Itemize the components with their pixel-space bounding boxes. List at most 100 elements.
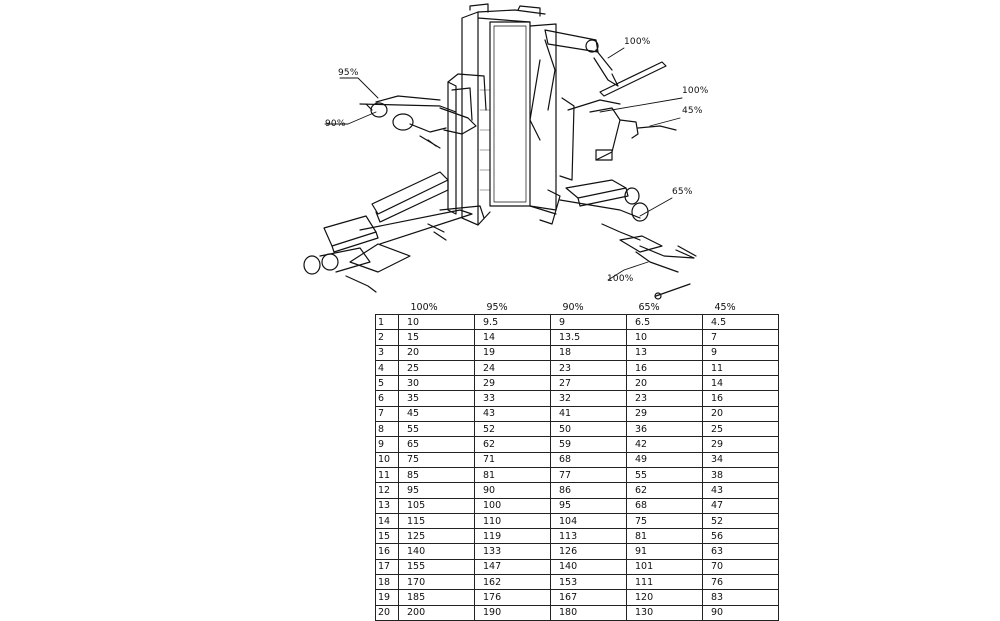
callout-bottom: 100% <box>607 274 634 284</box>
table-cell-value: 162 <box>474 574 551 591</box>
table-cell-value: 81 <box>474 466 551 484</box>
table-cell-value: 85 <box>398 466 475 484</box>
table-cell-value: 25 <box>398 359 475 377</box>
table-cell-value: 180 <box>550 604 627 621</box>
table-cell-value: 47 <box>702 497 779 514</box>
table-cell-value: 56 <box>702 528 779 545</box>
table-cell-value: 15 <box>398 329 475 346</box>
table-cell-value: 23 <box>626 390 703 407</box>
table-cell-value: 147 <box>474 558 551 576</box>
table-cell-value: 65 <box>398 436 475 453</box>
table-cell-value: 70 <box>702 558 779 576</box>
table-cell-value: 25 <box>702 421 779 438</box>
table-cell-value: 35 <box>398 390 475 407</box>
table-cell-value: 43 <box>702 482 779 499</box>
table-cell-value: 77 <box>550 466 627 484</box>
table-cell-value: 76 <box>702 574 779 591</box>
press-arm-station <box>359 73 487 215</box>
table-cell-value: 101 <box>626 558 703 576</box>
table-cell-value: 42 <box>626 436 703 453</box>
table-cell-value: 81 <box>626 528 703 545</box>
table-cell-value: 20 <box>626 375 703 392</box>
table-cell-value: 36 <box>626 421 703 438</box>
table-cell-value: 176 <box>474 589 551 606</box>
table-cell-index: 16 <box>375 543 399 560</box>
table-cell-index: 4 <box>375 359 399 377</box>
table-cell-index: 17 <box>375 558 399 576</box>
table-cell-index: 19 <box>375 589 399 606</box>
table-cell-value: 30 <box>398 375 475 392</box>
table-cell-value: 13 <box>626 344 703 361</box>
table-cell-value: 140 <box>550 558 627 576</box>
table-cell-value: 105 <box>398 497 475 514</box>
table-cell-value: 170 <box>398 574 475 591</box>
adjustable-bench <box>303 171 485 293</box>
table-cell-value: 16 <box>626 359 703 377</box>
table-cell-value: 62 <box>626 482 703 499</box>
table-cell-index: 1 <box>375 313 399 331</box>
table-cell-index: 20 <box>375 604 399 621</box>
table-cell-value: 10 <box>398 313 475 331</box>
callout-leaders <box>324 47 683 281</box>
table-cell-index: 6 <box>375 390 399 407</box>
table-cell-value: 55 <box>626 466 703 484</box>
table-cell-value: 111 <box>626 574 703 591</box>
callout-top-right: 100% <box>624 37 651 47</box>
table-cell-value: 126 <box>550 543 627 560</box>
table-cell-value: 90 <box>474 482 551 499</box>
right-station <box>539 97 697 300</box>
table-cell-value: 167 <box>550 589 627 606</box>
table-cell-value: 43 <box>474 405 551 423</box>
table-cell-value: 29 <box>702 436 779 453</box>
table-cell-index: 18 <box>375 574 399 591</box>
table-cell-value: 29 <box>474 375 551 392</box>
table-cell-value: 16 <box>702 390 779 407</box>
table-cell-value: 9 <box>550 313 627 331</box>
table-cell-value: 119 <box>474 528 551 545</box>
table-cell-value: 45 <box>398 405 475 423</box>
table-cell-index: 11 <box>375 466 399 484</box>
multi-gym-illustration <box>303 3 697 300</box>
table-cell-value: 14 <box>474 329 551 346</box>
table-cell-value: 120 <box>626 589 703 606</box>
table-cell-value: 52 <box>474 421 551 438</box>
table-cell-value: 113 <box>550 528 627 545</box>
high-pulley-arm <box>529 29 667 141</box>
table-cell-index: 10 <box>375 451 399 468</box>
table-cell-value: 104 <box>550 512 627 530</box>
table-cell-value: 63 <box>702 543 779 560</box>
table-cell-value: 29 <box>626 405 703 423</box>
callout-right-lower: 45% <box>682 106 703 116</box>
table-cell-value: 185 <box>398 589 475 606</box>
table-cell-value: 23 <box>550 359 627 377</box>
table-cell-value: 20 <box>702 405 779 423</box>
table-cell-value: 100 <box>474 497 551 514</box>
table-header-45: 45% <box>714 301 736 313</box>
table-cell-value: 95 <box>550 497 627 514</box>
table-cell-index: 2 <box>375 329 399 346</box>
table-cell-value: 55 <box>398 421 475 438</box>
table-cell-value: 18 <box>550 344 627 361</box>
table-cell-index: 3 <box>375 344 399 361</box>
table-header-95: 95% <box>486 301 508 313</box>
callout-left-upper: 95% <box>338 68 359 78</box>
table-cell-index: 7 <box>375 405 399 423</box>
